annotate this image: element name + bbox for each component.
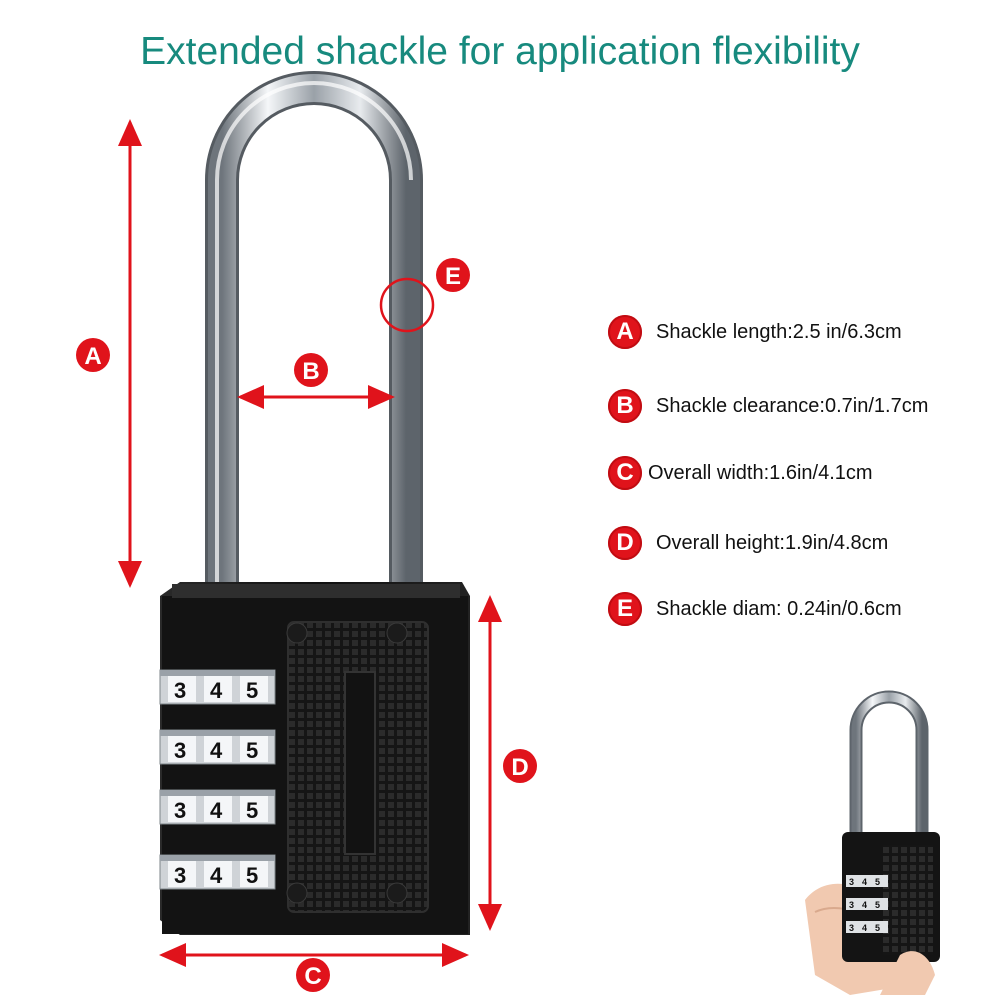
spec-d-text: Overall height:1.9in/4.8cm (656, 531, 889, 554)
spec-a-badge: A (608, 315, 642, 349)
marker-e-badge (436, 258, 470, 292)
wheel-digit: 4 (210, 798, 223, 823)
small-wheel-digit: 4 (862, 900, 867, 910)
wheel-digit: 5 (246, 863, 258, 888)
wheel-digit: 5 (246, 678, 258, 703)
wheel-digit: 5 (246, 798, 258, 823)
wheel-digit: 4 (210, 678, 223, 703)
spec-b-badge: B (608, 389, 642, 423)
small-wheel-digit: 3 (849, 900, 854, 910)
marker-c-badge (296, 958, 330, 992)
marker-a-badge (76, 338, 110, 372)
small-wheel-digit: 5 (875, 923, 880, 933)
marker-d-label: D (511, 754, 528, 781)
marker-b-label: B (302, 358, 319, 385)
wheel-row: 3 4 5 (159, 669, 276, 705)
wheel-row: 3 4 5 (159, 789, 276, 825)
spec-c-badge: C (608, 456, 642, 490)
combination-wheels: 3 4 5 3 4 5 3 4 5 3 4 5 (159, 669, 276, 890)
small-wheel-digit: 4 (862, 923, 867, 933)
wheel-digit: 3 (174, 798, 186, 823)
marker-b-badge (294, 353, 328, 387)
page-title: Extended shackle for application flexibi… (140, 30, 860, 73)
dimension-b: B (237, 353, 395, 409)
dimension-a: A (76, 119, 142, 588)
marker-a-label: A (84, 343, 101, 370)
spec-item-d: D Overall height:1.9in/4.8cm (608, 526, 888, 560)
spec-d-badge: D (608, 526, 642, 560)
small-wheel-digit: 3 (849, 877, 854, 887)
spec-item-b: B Shackle clearance:0.7in/1.7cm (608, 389, 928, 423)
wheel-digit: 4 (210, 738, 223, 763)
spec-item-c: C Overall width:1.6in/4.1cm (608, 456, 873, 490)
wheel-row: 3 4 5 (159, 854, 276, 890)
wheel-digit: 3 (174, 738, 186, 763)
hand-holding-padlock-photo: 3 4 5 3 4 5 3 4 5 (805, 690, 940, 995)
wheel-digit: 4 (210, 863, 223, 888)
spec-e-badge: E (608, 592, 642, 626)
dimension-c: C (159, 943, 469, 992)
wheel-digit: 3 (174, 678, 186, 703)
dimension-e: E (379, 258, 470, 333)
small-wheel-digit: 5 (875, 877, 880, 887)
wheel-row: 3 4 5 (159, 729, 276, 765)
small-wheel-digit: 4 (862, 877, 867, 887)
marker-e-label: E (445, 263, 461, 290)
shackle (205, 71, 423, 590)
small-wheel-digit: 3 (849, 923, 854, 933)
marker-d-badge (503, 749, 537, 783)
small-wheel-digit: 5 (875, 900, 880, 910)
spec-item-a: A Shackle length:2.5 in/6.3cm (608, 315, 902, 349)
wheel-digit: 3 (174, 863, 186, 888)
small-wheel-row: 3 4 5 (846, 898, 888, 910)
dimension-d: D (478, 595, 537, 931)
spec-item-e: E Shackle diam: 0.24in/0.6cm (608, 592, 902, 626)
spec-c-text: Overall width:1.6in/4.1cm (648, 461, 873, 484)
spec-a-text: Shackle length:2.5 in/6.3cm (656, 320, 902, 343)
small-wheel-row: 3 4 5 (846, 875, 888, 887)
spec-e-text: Shackle diam: 0.24in/0.6cm (656, 597, 902, 620)
spec-b-text: Shackle clearance:0.7in/1.7cm (656, 394, 929, 417)
small-wheel-row: 3 4 5 (846, 921, 888, 933)
marker-c-label: C (304, 963, 321, 990)
wheel-digit: 5 (246, 738, 258, 763)
